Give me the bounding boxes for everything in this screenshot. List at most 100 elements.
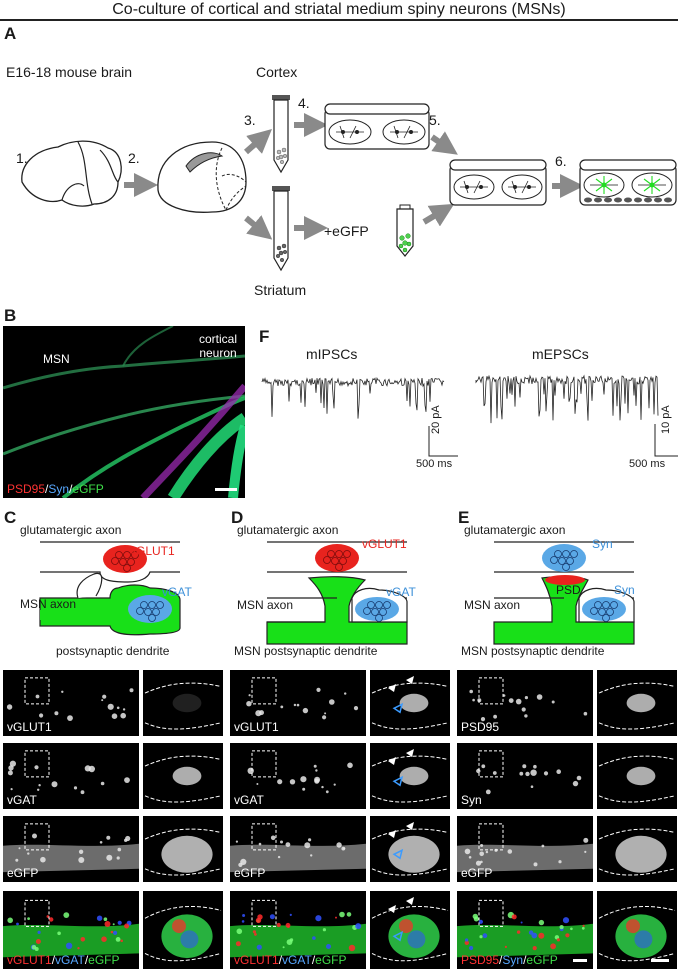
c-vgat-label: vGAT	[162, 585, 192, 599]
panel-e-image-row-1: PSD95	[457, 670, 593, 736]
panel-c-image-row-1: vGLUT1	[3, 670, 139, 736]
roi-box	[478, 823, 504, 851]
step-3: 3.	[244, 112, 256, 128]
merge-slash-2: /	[84, 953, 89, 967]
striatum-tube	[273, 190, 289, 272]
e-msn-axon-label: MSN axon	[464, 598, 521, 612]
panel-c-image-row-4: vGLUT1/vGAT/eGFP	[3, 891, 139, 969]
c-dendrite-label: postsynaptic dendrite	[56, 644, 170, 658]
roi-box	[478, 750, 504, 778]
d-glut-axon-label: glutamatergic axon	[237, 523, 339, 537]
roi-box	[24, 750, 50, 778]
merge-label-b: vGAT	[282, 953, 312, 967]
panel-e-zoom-row-3	[597, 816, 677, 882]
cortex-dish	[324, 103, 430, 150]
stain-egfp: eGFP	[72, 482, 104, 496]
open-arrowhead-marker	[392, 848, 404, 860]
panel-e-zoom-row-2	[597, 743, 677, 809]
cell-outline	[144, 828, 222, 876]
d-vglut1-label: vGLUT1	[362, 537, 407, 551]
mepsc-trace	[475, 374, 659, 424]
panel-a-striatum: Striatum	[254, 282, 307, 298]
cell-outline	[598, 755, 676, 803]
merge-slash-1: /	[51, 953, 56, 967]
c-vglut1-label: vGLUT1	[130, 544, 175, 558]
merge-label-c: eGFP	[526, 953, 558, 967]
panel-d-schematic	[266, 541, 408, 645]
panel-b-stain-legend: PSD95/Syn/eGFP	[7, 482, 104, 496]
panel-a-cortex: Cortex	[256, 64, 298, 80]
open-arrowhead-marker	[392, 702, 404, 714]
merge-label-a: vGLUT1	[7, 953, 52, 967]
panel-c-row-3-label: eGFP	[7, 866, 39, 880]
merge-slash-1: /	[499, 953, 503, 967]
step-6: 6.	[555, 153, 567, 169]
arrowhead-marker	[388, 830, 396, 838]
panel-a-egfp: +eGFP	[324, 223, 369, 239]
panel-f-mipsc-title: mIPSCs	[306, 346, 358, 362]
panel-c-image-row-2: vGAT	[3, 743, 139, 809]
merge-label-a: vGLUT1	[234, 953, 279, 967]
scale-bar	[651, 959, 669, 962]
arrowhead-marker	[388, 905, 396, 913]
stain-slash-2: /	[69, 482, 73, 496]
panel-c-schematic	[39, 541, 181, 636]
cell-outline	[371, 905, 449, 962]
arrowhead-marker	[406, 822, 414, 830]
panel-c-zoom-row-3	[143, 816, 223, 882]
panel-a-source: E16-18 mouse brain	[6, 64, 133, 80]
panel-c-label: C	[4, 508, 17, 527]
arrowhead-marker	[406, 749, 414, 757]
panel-a-label: A	[4, 24, 17, 43]
panel-f-mepsc-title: mEPSCs	[532, 346, 589, 362]
panel-d-label: D	[231, 508, 244, 527]
panel-f-epsc-scale-x: 500 ms	[629, 458, 666, 470]
arrowhead-marker	[388, 684, 396, 692]
scale-bar	[573, 959, 587, 962]
panel-d-image-row-2: vGAT	[230, 743, 366, 809]
e-psd-label: PSD	[556, 583, 581, 597]
stain-syn: Syn	[48, 482, 70, 496]
panel-d-image-row-1: vGLUT1	[230, 670, 366, 736]
open-arrowhead-marker	[392, 775, 404, 787]
stain-psd95: PSD95	[7, 482, 46, 496]
roi-box	[478, 677, 504, 705]
panel-d-image-row-3: eGFP	[230, 816, 366, 882]
panel-c-zoom-row-1	[143, 670, 223, 736]
panel-c-zoom-row-4	[143, 891, 223, 969]
arrowhead-marker	[388, 757, 396, 765]
roi-box	[24, 899, 50, 927]
panel-e-zoom-row-1	[597, 670, 677, 736]
step-1: 1.	[16, 150, 28, 166]
cell-outline	[144, 682, 222, 730]
panel-e-row-3-label: eGFP	[461, 866, 493, 880]
roi-box	[478, 899, 504, 927]
cell-outline	[371, 755, 449, 803]
figure-title: Co-culture of cortical and striatal medi…	[112, 1, 566, 18]
panel-e-image-row-4: PSD95/Syn/eGFP	[457, 891, 593, 969]
panel-f-epsc-scale-y: 10 pA	[660, 405, 672, 434]
mipsc-scale-bar	[428, 426, 458, 457]
e-dendrite-label: MSN postsynaptic dendrite	[461, 644, 605, 658]
panel-e-image-row-3: eGFP	[457, 816, 593, 882]
merge-slash-1: /	[278, 953, 283, 967]
panel-c-row-1-label: vGLUT1	[7, 720, 52, 734]
panel-f-label: F	[259, 327, 270, 346]
merge-slash-2: /	[311, 953, 316, 967]
panel-d-zoom-row-4	[370, 891, 450, 969]
mipsc-trace	[261, 376, 445, 419]
coculture-dish	[449, 159, 547, 206]
arrowhead-marker	[406, 676, 414, 684]
panel-e-row-4-label: PSD95/Syn/eGFP	[461, 953, 558, 967]
roi-box	[251, 677, 277, 705]
panel-b-msn-label: MSN	[43, 352, 70, 366]
cell-outline	[598, 905, 676, 962]
merge-label-b: vGAT	[55, 953, 85, 967]
panel-d-image-row-4: vGLUT1/vGAT/eGFP	[230, 891, 366, 969]
cortex-tube	[273, 99, 289, 174]
cell-outline	[144, 905, 222, 962]
panel-f-traces	[261, 374, 678, 457]
panel-c-row-4-label: vGLUT1/vGAT/eGFP	[7, 953, 120, 967]
panel-d-row-1-label: vGLUT1	[234, 720, 279, 734]
panel-d-row-4-label: vGLUT1/vGAT/eGFP	[234, 953, 347, 967]
